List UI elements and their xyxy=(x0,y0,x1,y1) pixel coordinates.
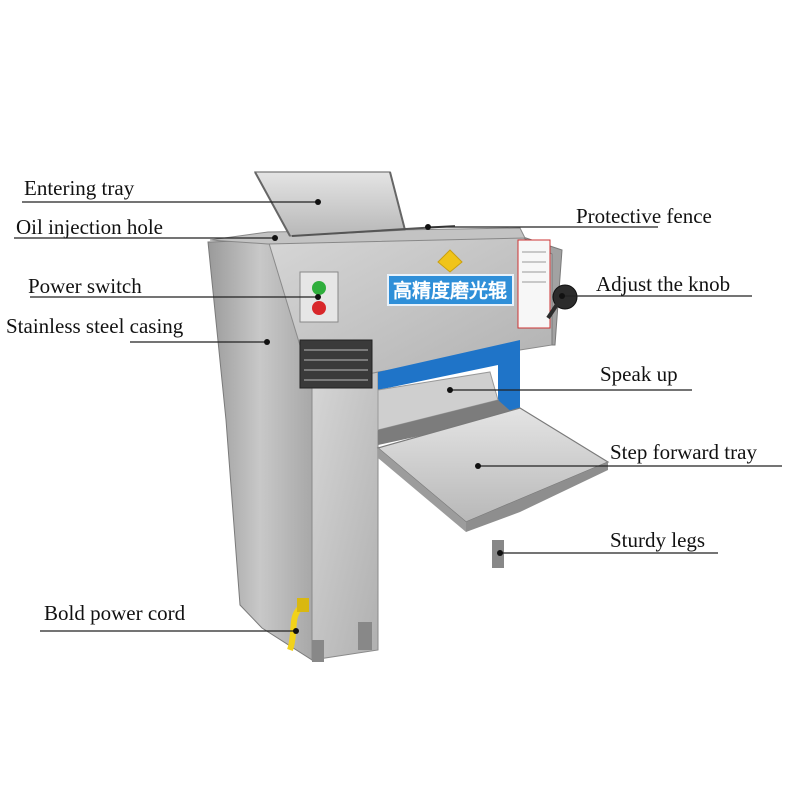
dot-stainless-steel-casing xyxy=(264,339,270,345)
label-bold-power-cord: Bold power cord xyxy=(44,601,186,625)
dot-adjust-the-knob xyxy=(559,293,565,299)
roller-gap xyxy=(378,400,515,445)
dot-speak-up xyxy=(447,387,453,393)
label-stainless-steel-casing: Stainless steel casing xyxy=(6,314,184,338)
label-speak-up: Speak up xyxy=(600,362,678,386)
callout-dots xyxy=(264,199,565,634)
dot-entering-tray xyxy=(315,199,321,205)
dot-step-forward-tray xyxy=(475,463,481,469)
entering-tray-shape xyxy=(253,171,406,237)
inner-cavity xyxy=(378,340,520,420)
label-protective-fence: Protective fence xyxy=(576,204,712,228)
warning-sticker xyxy=(517,239,551,329)
cord-plug xyxy=(297,598,309,612)
dot-power-switch xyxy=(315,294,321,300)
switch-green-button xyxy=(312,281,326,295)
front-leg xyxy=(358,622,372,650)
dot-bold-power-cord xyxy=(293,628,299,634)
label-oil-injection-hole: Oil injection hole xyxy=(16,215,163,239)
tray-edge-right xyxy=(389,171,406,231)
label-power-switch: Power switch xyxy=(28,274,142,298)
badge-text: 高精度磨光辊 xyxy=(393,279,507,302)
badge-plate xyxy=(387,274,514,306)
knob-handle xyxy=(546,298,562,320)
spec-plate xyxy=(299,339,373,389)
logo-diamond xyxy=(437,249,463,273)
label-sturdy-legs: Sturdy legs xyxy=(610,528,706,552)
dot-sturdy-legs xyxy=(497,550,503,556)
dot-oil-injection-hole xyxy=(272,235,278,241)
label-adjust-the-knob: Adjust the knob xyxy=(596,272,731,296)
switch-red-button xyxy=(312,301,326,315)
tray-lip xyxy=(378,448,466,532)
tray-edge-left xyxy=(254,171,291,237)
label-step-forward-tray: Step forward tray xyxy=(610,440,757,464)
left-leg xyxy=(312,640,324,662)
dot-protective-fence xyxy=(425,224,431,230)
label-entering-tray: Entering tray xyxy=(24,176,135,200)
tray-support xyxy=(466,462,608,532)
callout-lines xyxy=(14,201,782,632)
front-lower-body xyxy=(311,371,379,661)
